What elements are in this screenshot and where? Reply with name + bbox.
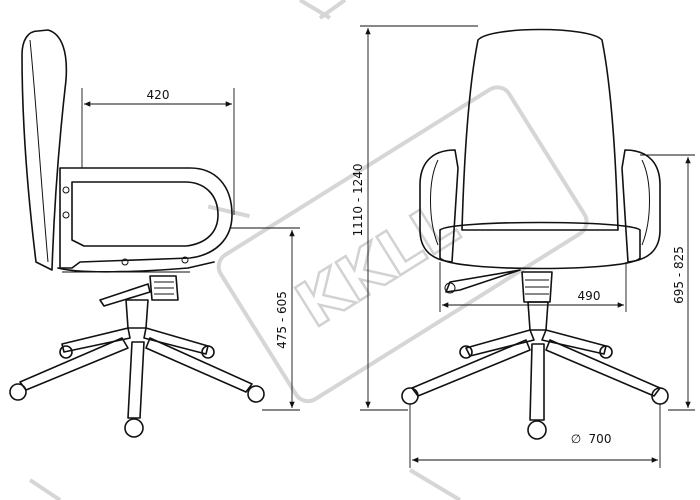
dimension-seat-height: 475 - 605 — [230, 227, 300, 411]
diameter-symbol: ∅ — [571, 432, 581, 446]
dimension-seat-depth: 420 — [81, 88, 235, 215]
dimension-seat-width: 490 — [439, 262, 627, 312]
armrest-height-label: 695 - 825 — [672, 246, 686, 304]
total-height-label: 1110 - 1240 — [351, 163, 365, 236]
watermark-logo: KKLL — [28, 0, 589, 500]
dimension-total-height: 1110 - 1240 — [351, 25, 478, 411]
seat-height-label: 475 - 605 — [275, 291, 289, 349]
dimension-base-diameter: ∅ 700 — [409, 404, 661, 468]
base-diameter-label: 700 — [589, 432, 612, 446]
front-view-chair — [401, 28, 669, 440]
seat-width-label: 490 — [578, 289, 601, 303]
side-view-chair — [9, 29, 265, 438]
seat-depth-label: 420 — [147, 88, 170, 102]
dimension-armrest-height: 695 - 825 — [640, 154, 695, 411]
